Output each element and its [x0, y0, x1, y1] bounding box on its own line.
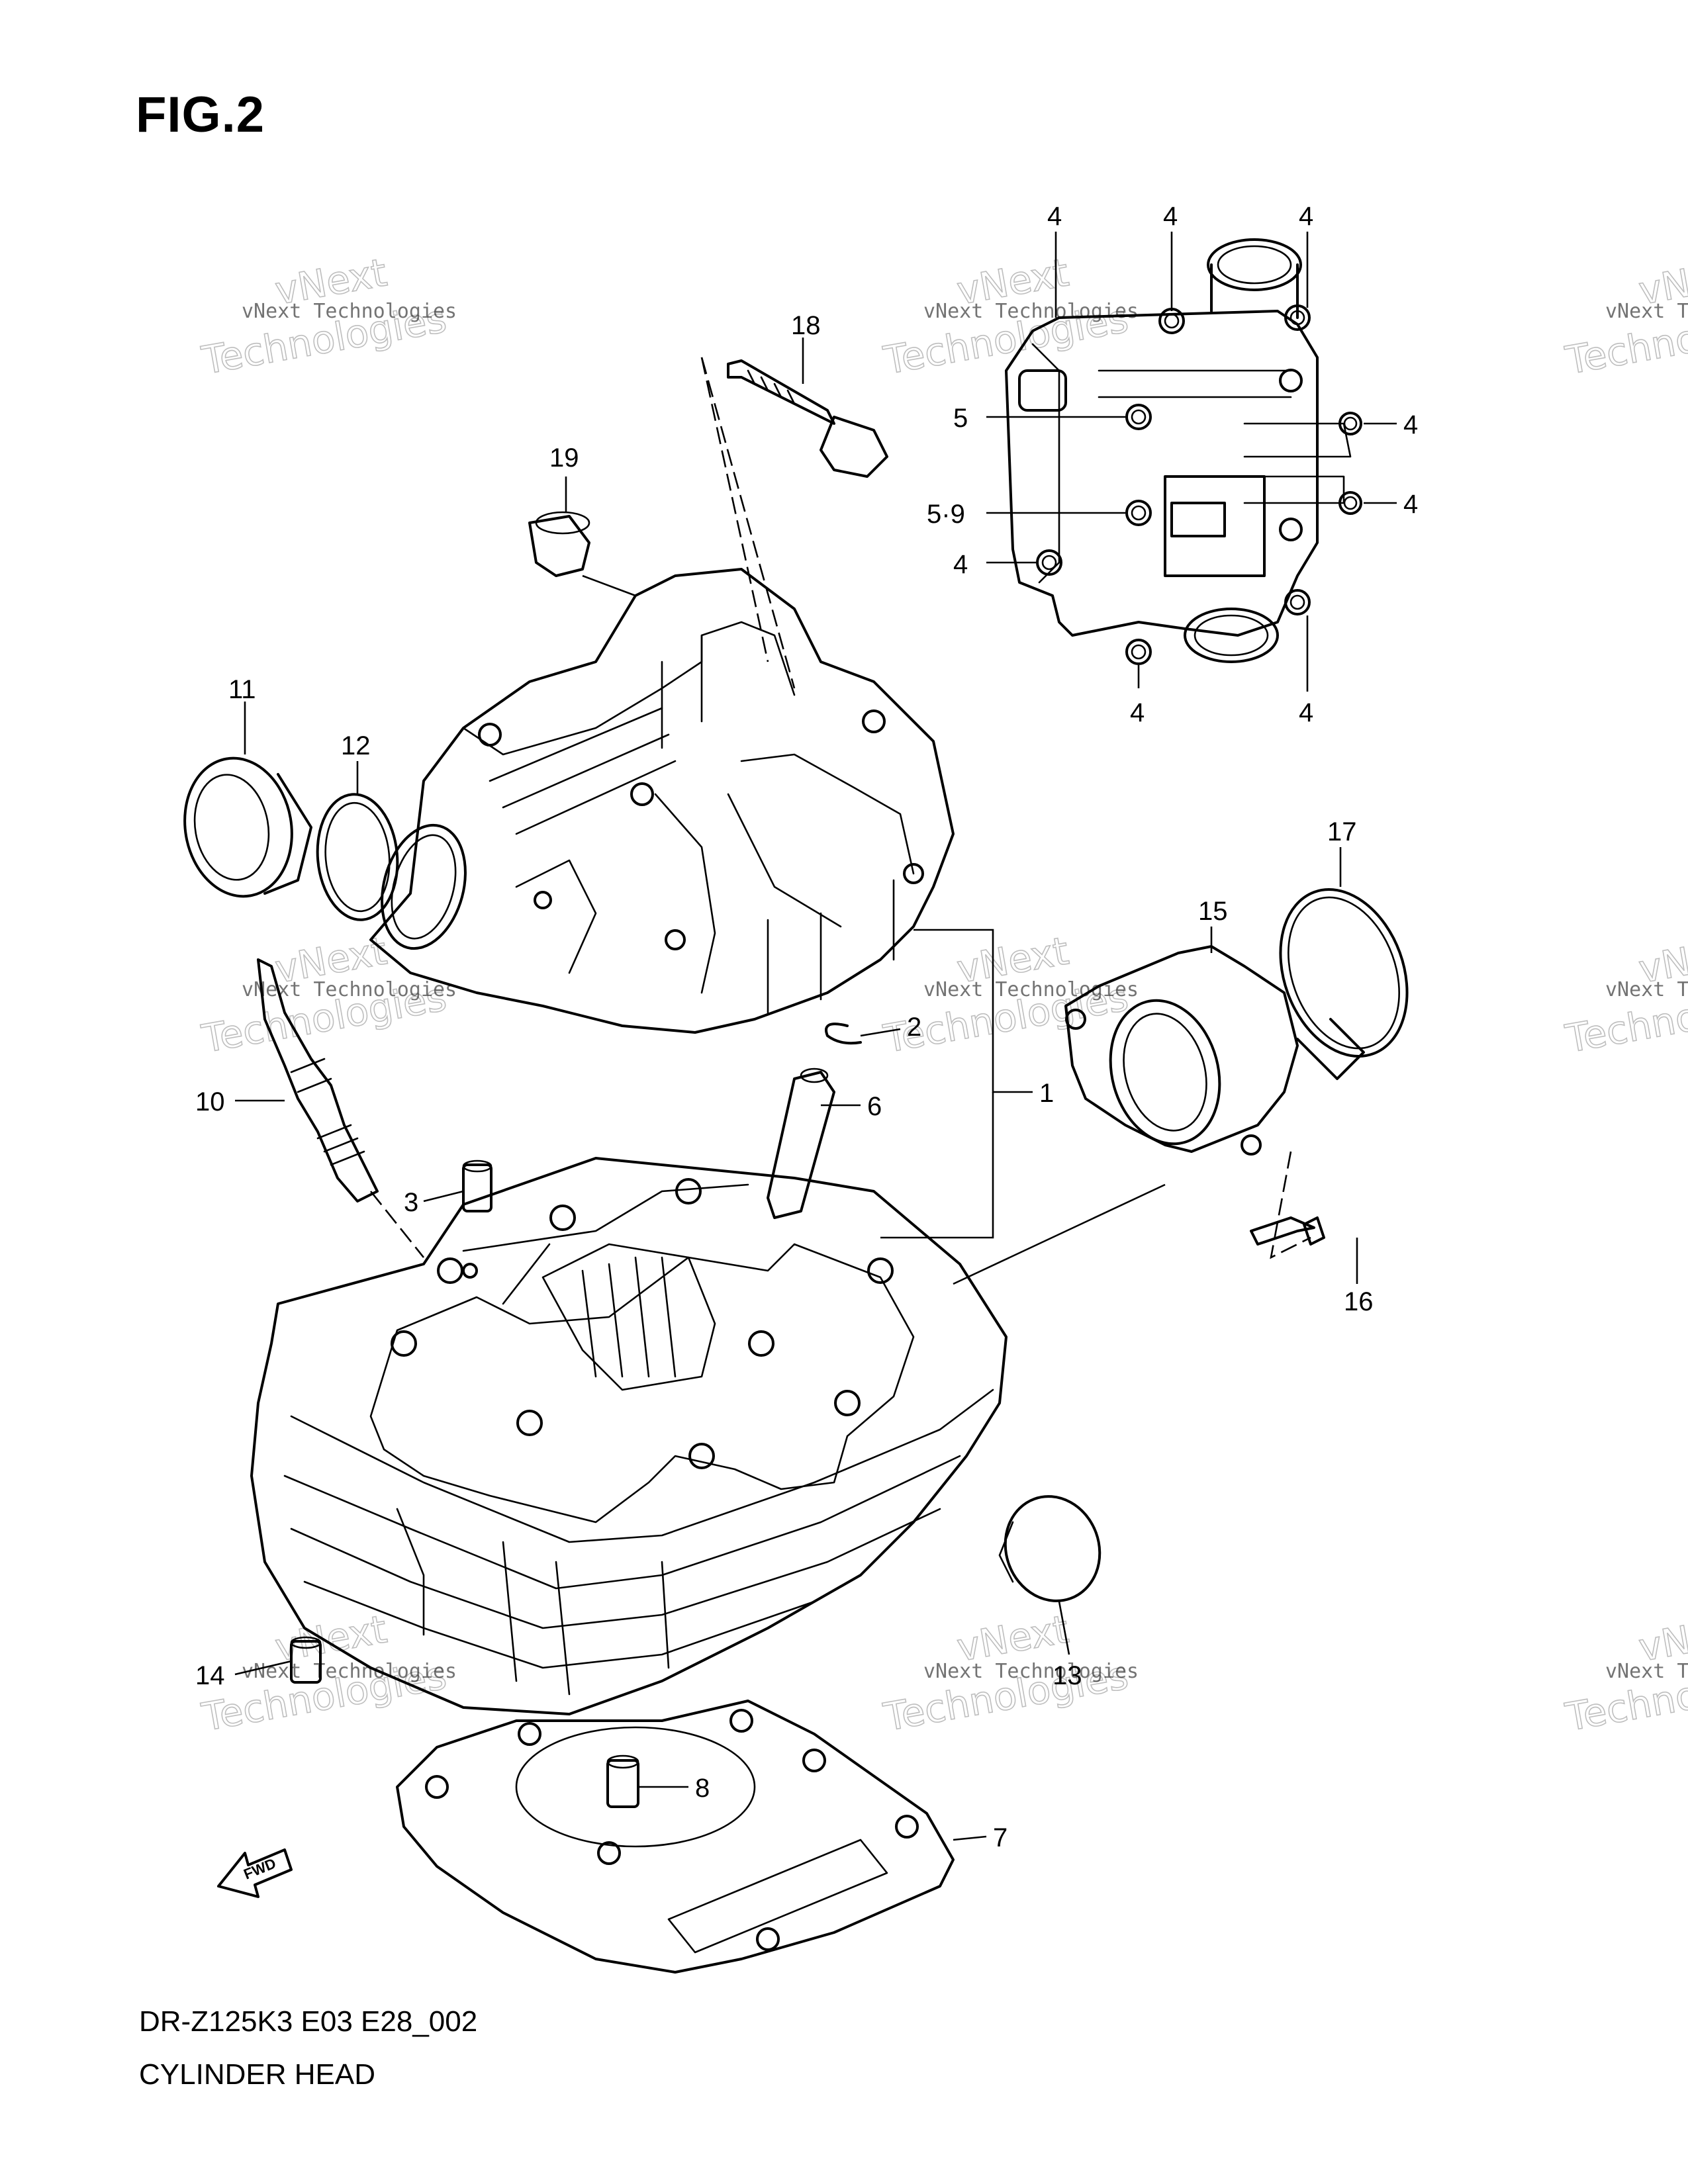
head-cover-cap	[183, 756, 312, 898]
callout-4: 4	[1299, 202, 1313, 231]
cylinder-head	[250, 1157, 1008, 1715]
valve-guide	[767, 1068, 835, 1219]
callout-5-9: 5·9	[927, 500, 965, 529]
watermark-low-center: Technologies vNext vNext Technologies	[880, 1606, 1139, 1741]
callout-5: 5	[953, 404, 968, 433]
svg-text:vNext Technologies: vNext Technologies	[1605, 300, 1688, 323]
cylinder-head-cover	[369, 568, 955, 1034]
callout-4: 4	[1403, 410, 1418, 439]
svg-text:vNext Technologies: vNext Technologies	[923, 1660, 1139, 1683]
callout-4: 4	[1047, 202, 1062, 231]
callout-15: 15	[1198, 897, 1228, 926]
callout-16: 16	[1344, 1287, 1374, 1316]
callout-6: 6	[867, 1092, 882, 1121]
callout-labels: 4 4 4 4 4 4 4 4 5 5·9 18 19 11 12 15 17 …	[195, 202, 1418, 1852]
assembly-name-label: CYLINDER HEAD	[139, 2058, 375, 2091]
svg-text:vNext Technologies: vNext Technologies	[923, 300, 1139, 323]
bolt-gasket-19	[528, 511, 590, 577]
callout-17: 17	[1327, 817, 1357, 846]
circlip	[825, 1023, 862, 1045]
callout-4: 4	[1299, 698, 1313, 727]
cap-o-ring	[316, 793, 399, 921]
figure-title: FIG.2	[136, 87, 265, 143]
intake-clamp	[1279, 888, 1409, 1080]
head-cover-gasket-detail	[1005, 238, 1362, 665]
watermark-mid-right: Technologies vNext vNext Technologies	[1562, 928, 1688, 1062]
callout-13: 13	[1053, 1661, 1082, 1690]
watermark-layer: Technologies vNext vNext Technologies Te…	[198, 250, 1688, 1741]
callout-14: 14	[195, 1661, 225, 1690]
callout-4: 4	[1130, 698, 1145, 727]
callout-12: 12	[341, 731, 371, 760]
callout-19: 19	[549, 443, 579, 473]
callout-4: 4	[1163, 202, 1178, 231]
cap-plug-13	[998, 1495, 1102, 1602]
callout-10: 10	[195, 1087, 225, 1116]
svg-text:vNext Technologies: vNext Technologies	[1605, 1660, 1688, 1683]
callout-4: 4	[1403, 490, 1418, 519]
watermark-top-left: Technologies vNext vNext Technologies	[198, 250, 457, 384]
callout-11: 11	[228, 675, 256, 704]
intake-pipe	[1064, 945, 1299, 1156]
callout-7: 7	[993, 1823, 1008, 1852]
svg-text:vNext Technologies: vNext Technologies	[1605, 978, 1688, 1001]
cylinder-base-gasket	[396, 1700, 955, 1974]
callout-18: 18	[791, 311, 821, 340]
callout-8: 8	[695, 1774, 710, 1803]
leader-lines	[234, 232, 1397, 1841]
spark-plug	[257, 958, 379, 1203]
callout-1: 1	[1039, 1079, 1054, 1108]
forward-direction-arrow: FWD	[217, 1848, 293, 1898]
intake-screw	[1250, 1216, 1325, 1246]
dowel-pin-head	[462, 1160, 492, 1212]
model-code-label: DR-Z125K3 E03 E28_002	[139, 2005, 478, 2038]
svg-text:vNext Technologies: vNext Technologies	[242, 300, 457, 323]
svg-text:vNext Technologies: vNext Technologies	[923, 978, 1139, 1001]
watermark-top-right: Technologies vNext vNext Technologies	[1562, 250, 1688, 384]
head-cover-bolt	[727, 359, 888, 478]
callout-4: 4	[953, 550, 968, 579]
svg-text:vNext Technologies: vNext Technologies	[242, 1660, 457, 1683]
svg-text:vNext Technologies: vNext Technologies	[242, 978, 457, 1001]
callout-2: 2	[907, 1013, 921, 1042]
watermark-low-right: Technologies vNext vNext Technologies	[1562, 1606, 1688, 1741]
dowel-pin-base	[606, 1754, 639, 1808]
callout-3: 3	[404, 1188, 418, 1217]
